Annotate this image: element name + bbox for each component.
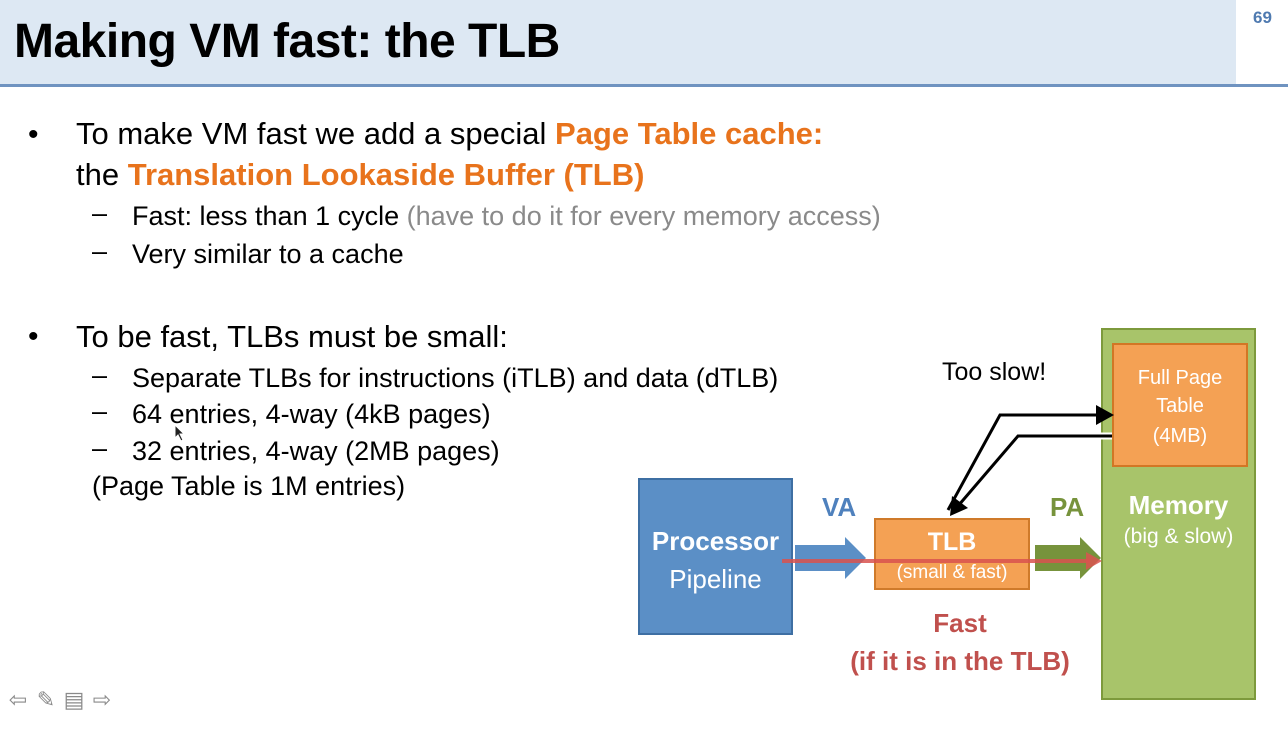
slide-number: 69: [1253, 8, 1272, 27]
processor-title: Processor: [651, 526, 780, 556]
slide-title: Making VM fast: the TLB: [14, 15, 560, 68]
bullet-1-text-2: the: [76, 157, 128, 192]
processor-box: Processor Pipeline: [638, 478, 793, 635]
too-slow-label: Too slow!: [942, 358, 1047, 386]
bullet-1-line-1: To make VM fast we add a special Page Ta…: [76, 114, 823, 154]
bullet-1-highlight-2: Translation Lookaside Buffer (TLB): [127, 157, 645, 192]
bullet-marker: •: [28, 320, 39, 353]
fast-label: Fast: [933, 608, 987, 638]
sub-bullet-separate: Separate TLBs for instructions (iTLB) an…: [132, 363, 779, 393]
dash-marker: –: [92, 198, 108, 228]
menu-icon[interactable]: ▤: [63, 687, 85, 712]
fast-condition-label: (if it is in the TLB): [850, 646, 1070, 676]
walk-arrow-down: [956, 434, 1112, 507]
cursor-icon: [174, 424, 186, 442]
sub-bullet-32: 32 entries, 4-way (2MB pages): [132, 436, 500, 466]
sub-bullet-fast: Fast: less than 1 cycle (have to do it f…: [132, 198, 881, 234]
slide-header: [0, 0, 1236, 84]
va-arrow: [795, 537, 866, 579]
processor-subtitle: Pipeline: [669, 564, 762, 594]
walk-arrow-up: [946, 413, 1104, 511]
pa-label: PA: [1050, 492, 1085, 522]
header-divider: [0, 84, 1288, 87]
dash-marker: –: [92, 360, 108, 390]
sub-bullet-fast-note: (have to do it for every memory access): [406, 201, 881, 231]
dash-marker: –: [92, 433, 108, 463]
sub-bullet-fast-text: Fast: less than 1 cycle: [132, 201, 407, 231]
walk-arrowhead-down: [950, 496, 968, 516]
arrow-right-icon[interactable]: ⇨: [92, 687, 112, 712]
va-label: VA: [822, 492, 857, 522]
tlb-subtitle: (small & fast): [896, 562, 1008, 583]
bullet-1-highlight: Page Table cache:: [555, 116, 824, 151]
bullet-marker: •: [28, 118, 39, 151]
bullet-1-line-2: the Translation Lookaside Buffer (TLB): [76, 155, 644, 195]
fast-path-arrowhead: [1086, 552, 1102, 570]
tlb-title: TLB: [927, 528, 977, 556]
page-table-note: (Page Table is 1M entries): [92, 471, 406, 501]
page-table-box: Full Page Table (4MB): [1112, 343, 1248, 467]
arrow-left-icon[interactable]: ⇦: [8, 687, 28, 712]
bullet-2-line: To be fast, TLBs must be small:: [76, 319, 508, 354]
page-table-size: (4MB): [1152, 425, 1208, 447]
pa-arrow: [1035, 537, 1101, 579]
memory-title: Memory: [1128, 490, 1229, 520]
bullet-1-text: To make VM fast we add a special: [76, 116, 556, 151]
walk-arrowhead-right: [1096, 405, 1114, 425]
sub-bullet-similar: Very similar to a cache: [132, 239, 404, 269]
memory-subtitle: (big & slow): [1123, 525, 1234, 548]
dash-marker: –: [92, 236, 108, 266]
slide-nav: ⇦ ✎ ▤ ⇨: [6, 688, 114, 716]
sub-bullet-64: 64 entries, 4-way (4kB pages): [132, 399, 491, 429]
page-table-line-1: Full Page: [1137, 367, 1223, 389]
dash-marker: –: [92, 396, 108, 426]
page-table-line-2: Table: [1156, 395, 1204, 417]
pen-icon[interactable]: ✎: [36, 687, 56, 712]
tlb-box: TLB (small & fast): [874, 518, 1030, 590]
